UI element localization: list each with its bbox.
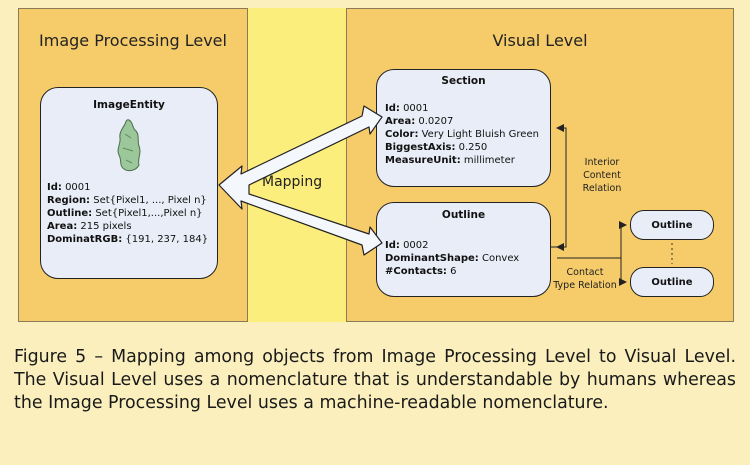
- outline-property-value: Convex: [478, 253, 520, 264]
- image-entity-property-row: Id: 0001: [47, 181, 208, 194]
- section-property-key: MeasureUnit:: [385, 155, 461, 166]
- section-title: Section: [441, 75, 486, 87]
- image-entity-property-value: 0001: [61, 182, 91, 193]
- image-entity-property-value: Set{Pixel1, ..., Pixel n}: [90, 195, 207, 206]
- interior-label-line-3: Relation: [582, 183, 622, 194]
- section-property-row: BiggestAxis: 0.250: [385, 141, 539, 154]
- outline-property-key: DominantShape:: [385, 253, 479, 264]
- outline-property-row: Id: 0002: [385, 239, 519, 252]
- section-property-key: BiggestAxis:: [385, 142, 456, 153]
- interior-label-line-1: Interior: [584, 157, 620, 168]
- contact-label-line-1: Contact: [566, 267, 604, 278]
- image-entity-property-row: DominatRGB: {191, 237, 184}: [47, 233, 208, 246]
- contact-arrow-top: [619, 221, 627, 258]
- contact-arrow-bottom: [619, 258, 627, 286]
- interior-label-line-2: Content: [583, 170, 621, 181]
- section-property-value: Very Light Bluish Green: [418, 129, 539, 140]
- image-entity-property-value: Set{Pixel1,...,Pixel n}: [92, 208, 203, 219]
- outline-property-row: DominantShape: Convex: [385, 252, 519, 265]
- mapping-diagram: Image Processing Level Visual Level Imag…: [18, 8, 734, 322]
- section-property-key: Id:: [385, 103, 400, 114]
- outline-property-value: 0002: [399, 240, 429, 251]
- section-property-key: Area:: [385, 116, 416, 127]
- outline-property-key: #Contacts:: [385, 266, 447, 277]
- image-entity-property-row: Region: Set{Pixel1, ..., Pixel n}: [47, 194, 208, 207]
- section-property-row: Id: 0001: [385, 102, 539, 115]
- connectors: [218, 105, 673, 286]
- image-entity-property-row: Area: 215 pixels: [47, 220, 208, 233]
- section-property-row: MeasureUnit: millimeter: [385, 154, 539, 167]
- contact-label-line-2: Type Relation: [553, 280, 617, 291]
- image-entity-property-key: Region:: [47, 195, 91, 206]
- section-property-row: Area: 0.0207: [385, 115, 539, 128]
- visual-level-title: Visual Level: [492, 31, 588, 50]
- section-property-value: millimeter: [460, 155, 515, 166]
- figure-caption: Figure 5 – Mapping among objects from Im…: [14, 347, 736, 413]
- image-entity-property-value: {191, 237, 184}: [122, 234, 209, 245]
- contact-type-relation-label: Contact Type Relation: [548, 266, 622, 292]
- outline-title: Outline: [441, 209, 486, 221]
- image-entity-property-row: Outline: Set{Pixel1,...,Pixel n}: [47, 207, 208, 220]
- image-entity-property-key: Id:: [47, 182, 62, 193]
- image-entity-title: ImageEntity: [93, 99, 165, 111]
- mapping-arrow: [218, 105, 383, 256]
- section-property-value: 0.0207: [415, 116, 454, 127]
- image-entity-property-key: Area:: [47, 221, 78, 232]
- image-processing-title: Image Processing Level: [39, 31, 227, 50]
- section-property-row: Color: Very Light Bluish Green: [385, 128, 539, 141]
- region-blob-image: [117, 119, 141, 172]
- outline-node-top: Outline: [630, 210, 714, 240]
- outline-node-bottom: Outline: [630, 267, 714, 297]
- outline-property-value: 6: [446, 266, 457, 277]
- section-property-value: 0001: [399, 103, 429, 114]
- outline-property-row: #Contacts: 6: [385, 265, 519, 278]
- image-entity-property-key: Outline:: [47, 208, 93, 219]
- interior-relation-line: [551, 124, 567, 248]
- section-property-key: Color:: [385, 129, 419, 140]
- interior-content-relation-label: Interior Content Relation: [572, 156, 632, 195]
- mapping-label: Mapping: [262, 174, 323, 190]
- section-property-value: 0.250: [455, 142, 488, 153]
- image-entity-property-key: DominatRGB:: [47, 234, 123, 245]
- image-entity-property-value: 215 pixels: [77, 221, 132, 232]
- outline-property-key: Id:: [385, 240, 400, 251]
